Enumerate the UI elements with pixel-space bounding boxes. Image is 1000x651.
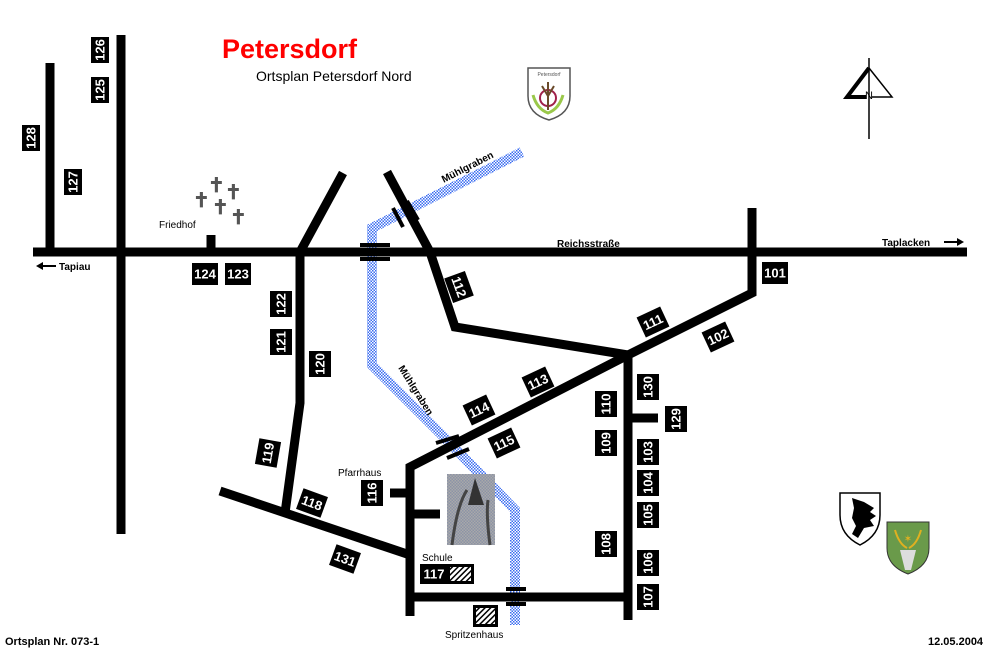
road (383, 169, 629, 360)
svg-text:119: 119 (259, 441, 277, 464)
label-schule: Schule (422, 553, 453, 564)
svg-text:Taplacken: Taplacken (882, 238, 930, 249)
house-number-118: 118 (296, 488, 328, 518)
house-number-113: 113 (521, 366, 555, 398)
house-number-114: 114 (462, 394, 496, 426)
house-number-117: 117 (424, 567, 445, 582)
house-number-105: 105 (637, 502, 659, 528)
road (280, 170, 347, 514)
house-number-111: 111 (636, 306, 670, 338)
plan-number: Ortsplan Nr. 073-1 (5, 636, 99, 648)
plan-date: 12.05.2004 (928, 636, 984, 648)
road (405, 350, 631, 616)
stag-coat-of-arms: ✶ (886, 521, 930, 575)
house-number-122: 122 (270, 291, 292, 317)
house-number-104: 104 (637, 470, 659, 496)
svg-text:✝: ✝ (212, 197, 229, 219)
map-title: Petersdorf (222, 34, 358, 64)
house-numbers: 126 125 128 127 124 123 122 121 120 119 … (22, 37, 788, 610)
house-number-129: 129 (665, 406, 687, 432)
svg-text:118: 118 (300, 492, 325, 513)
petersdorf-crest: Petersdorf (527, 67, 571, 121)
svg-text:131: 131 (332, 548, 358, 570)
house-number-107: 107 (637, 584, 659, 610)
svg-text:123: 123 (227, 267, 249, 282)
svg-text:117: 117 (424, 567, 445, 582)
eagle-coat-of-arms (839, 492, 881, 546)
svg-text:128: 128 (24, 127, 39, 149)
house-number-125: 125 (91, 77, 109, 103)
svg-text:127: 127 (66, 171, 81, 193)
house-number-109: 109 (595, 430, 617, 456)
svg-text:120: 120 (313, 353, 328, 375)
spritzenhaus-building (473, 605, 498, 627)
house-number-116: 116 (361, 480, 383, 506)
house-number-126: 126 (91, 37, 109, 63)
map-subtitle: Ortsplan Petersdorf Nord (256, 68, 412, 84)
svg-text:✶: ✶ (904, 534, 912, 545)
label-spritzenhaus: Spritzenhaus (445, 630, 503, 641)
svg-text:109: 109 (599, 432, 614, 454)
svg-text:N: N (865, 90, 873, 102)
label-friedhof: Friedhof (159, 220, 196, 231)
north-arrow-icon: N (842, 58, 894, 139)
svg-text:✝: ✝ (225, 182, 242, 204)
church-photo (447, 474, 495, 546)
svg-text:105: 105 (641, 504, 656, 526)
schule-building (420, 564, 474, 584)
house-number-121: 121 (270, 329, 292, 355)
house-number-119: 119 (254, 438, 282, 468)
svg-text:Tapiau: Tapiau (59, 262, 90, 273)
svg-text:121: 121 (274, 331, 289, 353)
svg-text:103: 103 (641, 441, 656, 463)
roads (33, 35, 967, 620)
house-number-101: 101 (762, 262, 788, 284)
svg-text:✝: ✝ (208, 175, 225, 197)
svg-text:✝: ✝ (193, 190, 210, 212)
svg-text:122: 122 (274, 293, 289, 315)
svg-text:116: 116 (365, 483, 380, 504)
svg-text:130: 130 (641, 376, 656, 398)
svg-text:104: 104 (641, 471, 656, 493)
direction-taplacken: Taplacken (882, 238, 964, 249)
house-number-120: 120 (309, 351, 331, 377)
label-reichsstrasse: Reichsstraße (557, 239, 620, 250)
svg-text:107: 107 (641, 586, 656, 608)
svg-text:126: 126 (93, 39, 108, 61)
road (218, 486, 412, 560)
svg-text:124: 124 (194, 267, 216, 282)
direction-tapiau: Tapiau (36, 262, 90, 273)
house-number-102: 102 (701, 321, 735, 353)
svg-text:Petersdorf: Petersdorf (537, 72, 561, 78)
svg-text:101: 101 (764, 266, 786, 281)
svg-text:112: 112 (448, 275, 469, 300)
svg-text:110: 110 (599, 394, 614, 415)
svg-text:106: 106 (641, 552, 656, 574)
cemetery-crosses-icon: ✝✝✝✝✝ (193, 175, 247, 229)
svg-text:✝: ✝ (230, 207, 247, 229)
house-number-115: 115 (487, 427, 521, 459)
house-number-130: 130 (637, 374, 659, 400)
house-number-123: 123 (225, 263, 251, 285)
svg-text:125: 125 (93, 79, 108, 101)
svg-text:108: 108 (599, 533, 614, 555)
house-number-131: 131 (329, 544, 361, 574)
house-number-106: 106 (637, 550, 659, 576)
svg-text:129: 129 (669, 408, 684, 430)
house-number-110: 110 (595, 391, 617, 417)
road (625, 208, 757, 360)
house-number-127: 127 (64, 169, 82, 195)
label-pfarrhaus: Pfarrhaus (338, 468, 381, 479)
house-number-124: 124 (192, 263, 218, 285)
house-number-108: 108 (595, 531, 617, 557)
house-number-128: 128 (22, 125, 40, 151)
house-number-103: 103 (637, 439, 659, 465)
house-number-112: 112 (444, 271, 474, 303)
bridges (360, 199, 526, 606)
